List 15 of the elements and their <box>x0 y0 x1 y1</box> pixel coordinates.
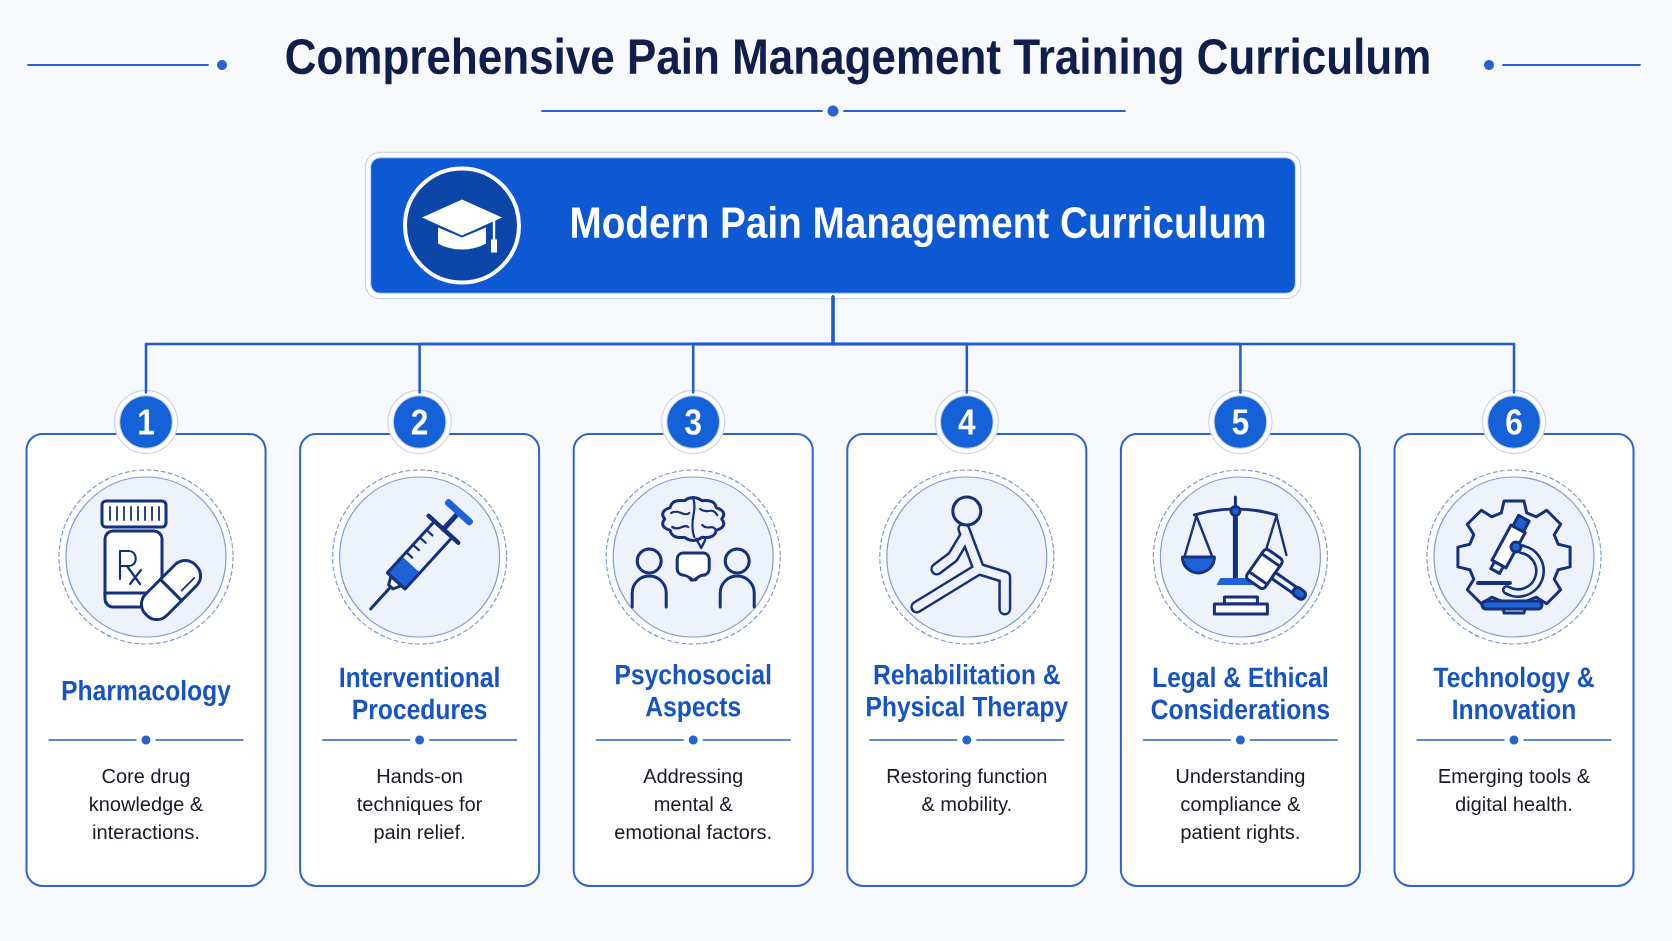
card-title: Technology & Innovation <box>1433 666 1594 720</box>
card-description: Addressing mental & emotional factors. <box>615 768 771 840</box>
title: Comprehensive Pain Management Training Curriculum <box>286 37 1429 85</box>
card-description: Restoring function & mobility. <box>887 768 1047 816</box>
card-title: Pharmacology <box>62 679 231 707</box>
card-description: Core drug knowledge & interactions. <box>90 768 203 840</box>
connector-line <box>831 295 1516 394</box>
card-title: Rehabilitation & Physical Therapy <box>867 663 1068 723</box>
card-title: Legal & Ethical Considerations <box>1151 666 1330 720</box>
card-title: Psychosocial Aspects <box>616 663 771 723</box>
card-title: Interventional Procedures <box>340 666 499 720</box>
card-description: Emerging tools & digital health. <box>1439 768 1590 816</box>
card-description: Hands-on techniques for pain relief. <box>357 768 483 844</box>
curriculum-box: Modern Pain Management Curriculum <box>364 151 1302 300</box>
card-description: Understanding compliance & patient rights. <box>1176 768 1305 844</box>
